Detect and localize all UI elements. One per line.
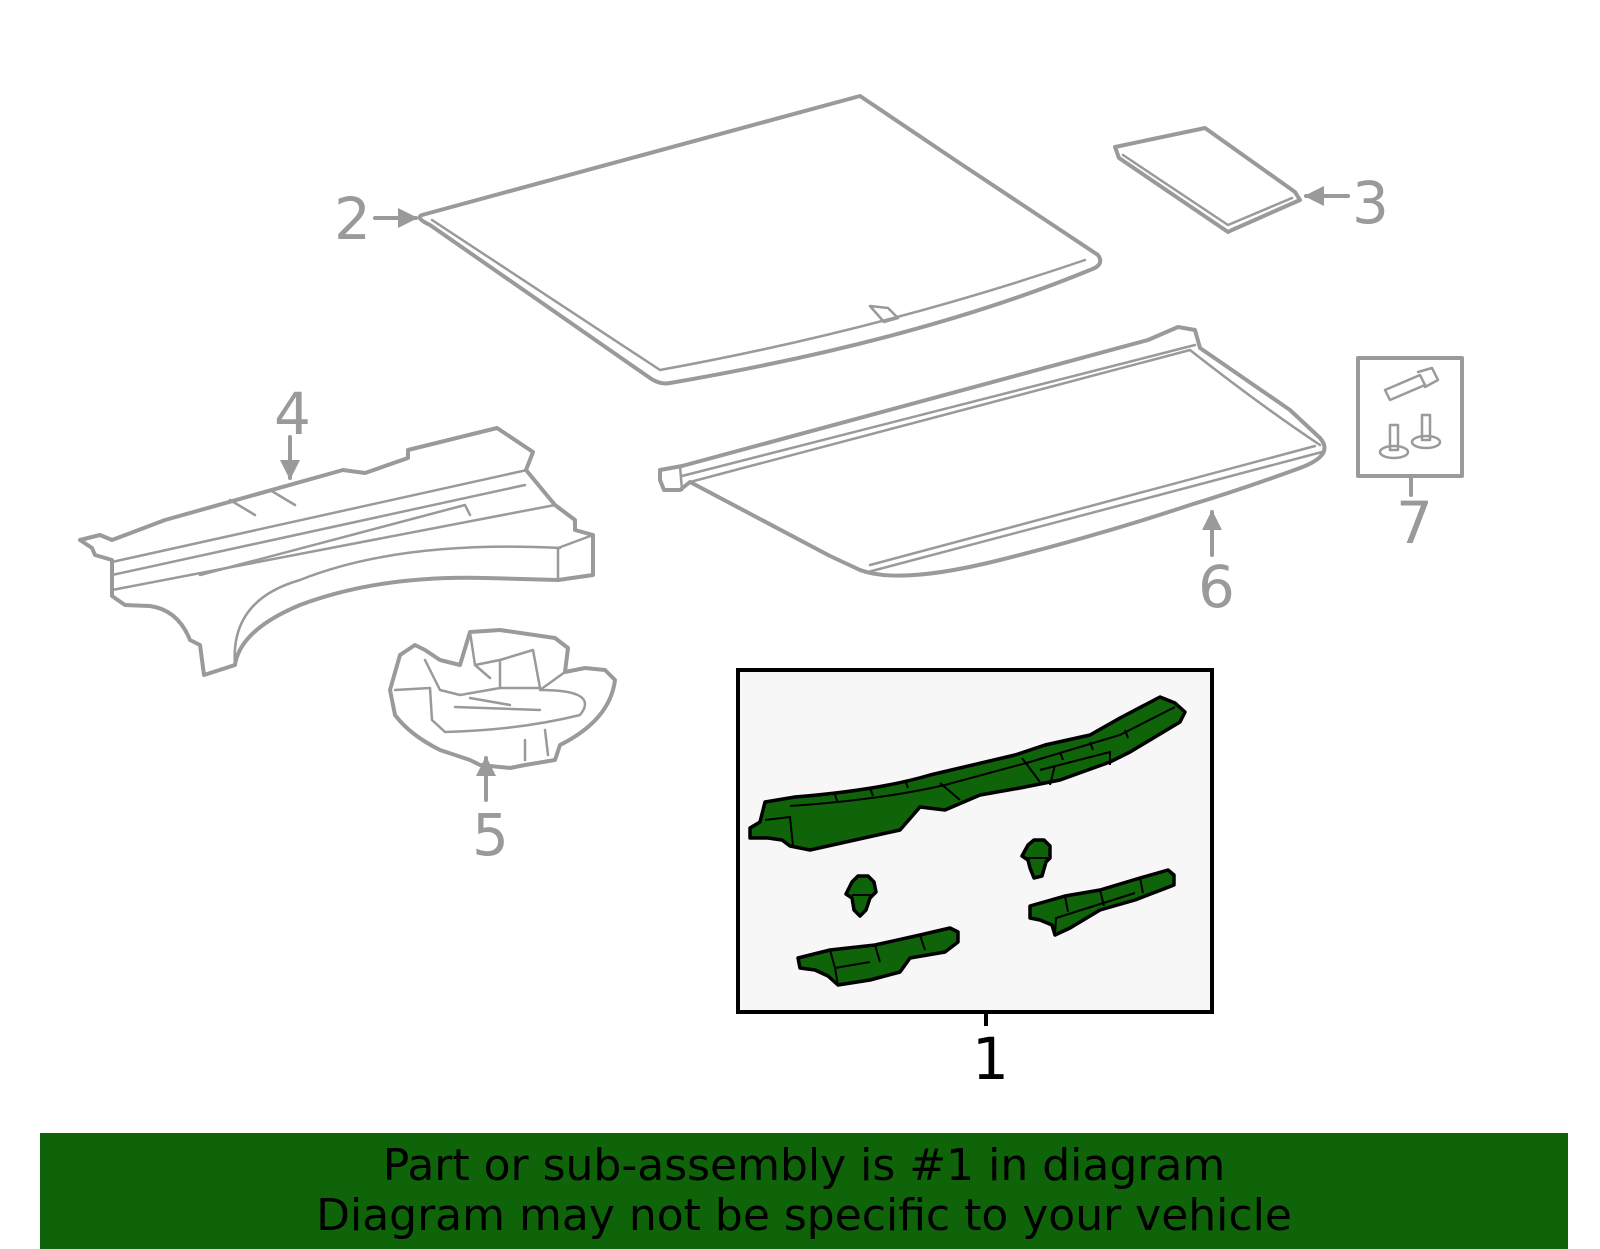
part-3-pad[interactable] <box>1113 126 1302 234</box>
callout-1: 1 <box>972 1025 1009 1093</box>
callout-4: 4 <box>274 380 311 448</box>
callout-5: 5 <box>472 801 509 869</box>
part-4-trim[interactable] <box>78 426 595 677</box>
part-7-hardware[interactable] <box>1356 356 1464 478</box>
callout-2: 2 <box>334 185 371 253</box>
part-1-box[interactable] <box>736 668 1214 1014</box>
callout-6: 6 <box>1198 553 1235 621</box>
banner-line-1: Part or sub-assembly is #1 in diagram <box>382 1140 1226 1191</box>
callout-7: 7 <box>1396 489 1433 557</box>
part-5-bracket[interactable] <box>388 628 617 770</box>
info-banner: Part or sub-assembly is #1 in diagram Di… <box>40 1133 1568 1249</box>
part-2-panel[interactable] <box>417 94 1103 386</box>
banner-line-2: Diagram may not be specific to your vehi… <box>316 1190 1292 1241</box>
part-6-cover[interactable] <box>658 325 1327 578</box>
callout-3: 3 <box>1352 169 1389 237</box>
